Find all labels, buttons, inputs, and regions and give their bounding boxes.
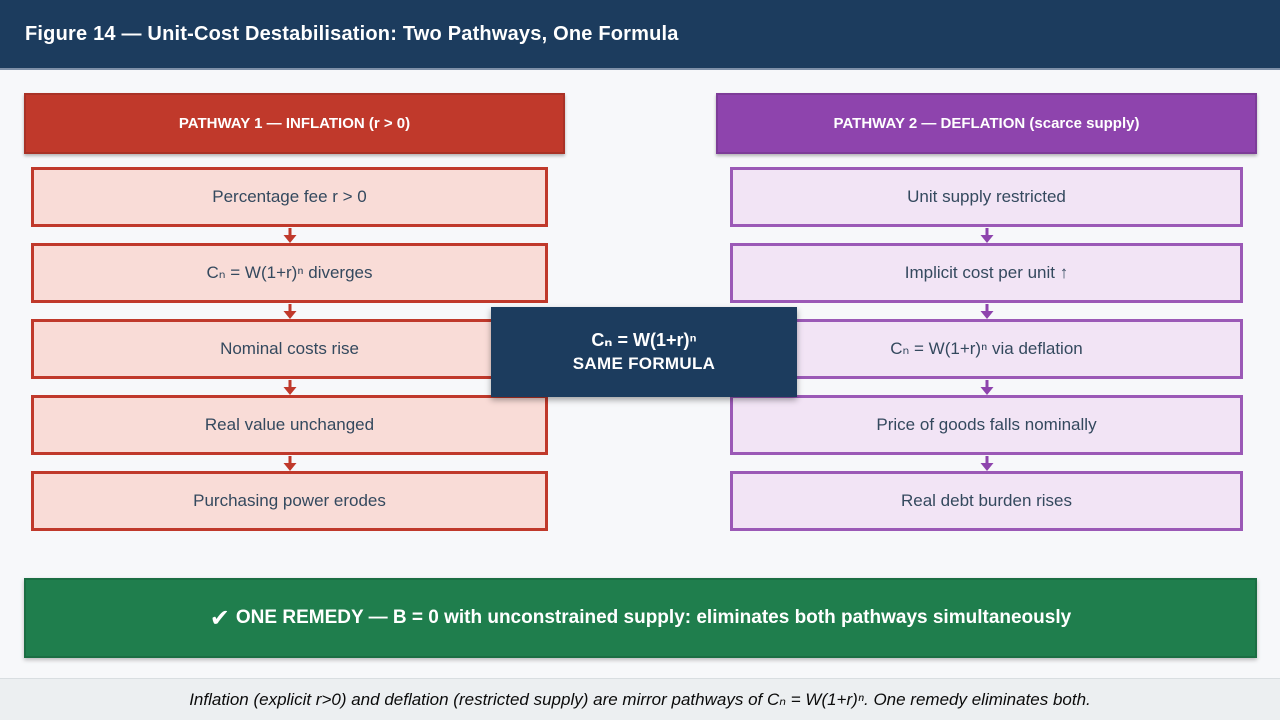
pathway1-step-4: Real value unchanged <box>31 395 548 455</box>
pathway2-step-5: Real debt burden rises <box>730 471 1243 531</box>
pathway2-step-2: Implicit cost per unit ↑ <box>730 243 1243 303</box>
check-icon: ✔ <box>209 604 230 632</box>
figure-title: Figure 14 — Unit-Cost Destabilisation: T… <box>25 22 679 45</box>
remedy-banner: ✔ ONE REMEDY — B = 0 with unconstrained … <box>24 578 1257 658</box>
pathway2-step-3: Cₙ = W(1+r)ⁿ via deflation <box>730 319 1243 379</box>
same-formula-box: Cₙ = W(1+r)ⁿ SAME FORMULA <box>491 307 797 397</box>
pathway2-column: PATHWAY 2 — DEFLATION (scarce supply) Un… <box>716 93 1257 531</box>
arrow-down-icon <box>31 455 548 471</box>
pathway1-header: PATHWAY 1 — INFLATION (r > 0) <box>24 93 565 154</box>
arrow-down-icon <box>730 455 1243 471</box>
pathway1-step-5: Purchasing power erodes <box>31 471 548 531</box>
arrow-down-icon <box>730 379 1243 395</box>
pathway2-step-4: Price of goods falls nominally <box>730 395 1243 455</box>
pathway2-step-1: Unit supply restricted <box>730 167 1243 227</box>
figure-caption-bar: Inflation (explicit r>0) and deflation (… <box>0 678 1280 720</box>
pathway1-step-1: Percentage fee r > 0 <box>31 167 548 227</box>
pathway1-step-3: Nominal costs rise <box>31 319 548 379</box>
remedy-text: ONE REMEDY — B = 0 with unconstrained su… <box>235 607 1072 628</box>
pathway2-steps: Unit supply restricted Implicit cost per… <box>730 167 1243 531</box>
pathway1-step-2: Cₙ = W(1+r)ⁿ diverges <box>31 243 548 303</box>
figure-title-bar: Figure 14 — Unit-Cost Destabilisation: T… <box>0 0 1280 70</box>
arrow-down-icon <box>730 303 1243 319</box>
arrow-down-icon <box>31 303 548 319</box>
arrow-down-icon <box>730 227 1243 243</box>
figure-caption: Inflation (explicit r>0) and deflation (… <box>189 689 1091 709</box>
pathway1-steps: Percentage fee r > 0 Cₙ = W(1+r)ⁿ diverg… <box>31 167 548 531</box>
same-formula-label: SAME FORMULA <box>572 354 716 373</box>
arrow-down-icon <box>31 227 548 243</box>
pathway1-column: PATHWAY 1 — INFLATION (r > 0) Percentage… <box>24 93 565 531</box>
pathway2-header: PATHWAY 2 — DEFLATION (scarce supply) <box>716 93 1257 154</box>
arrow-down-icon <box>31 379 548 395</box>
formula-text: Cₙ = W(1+r)ⁿ <box>591 330 697 350</box>
